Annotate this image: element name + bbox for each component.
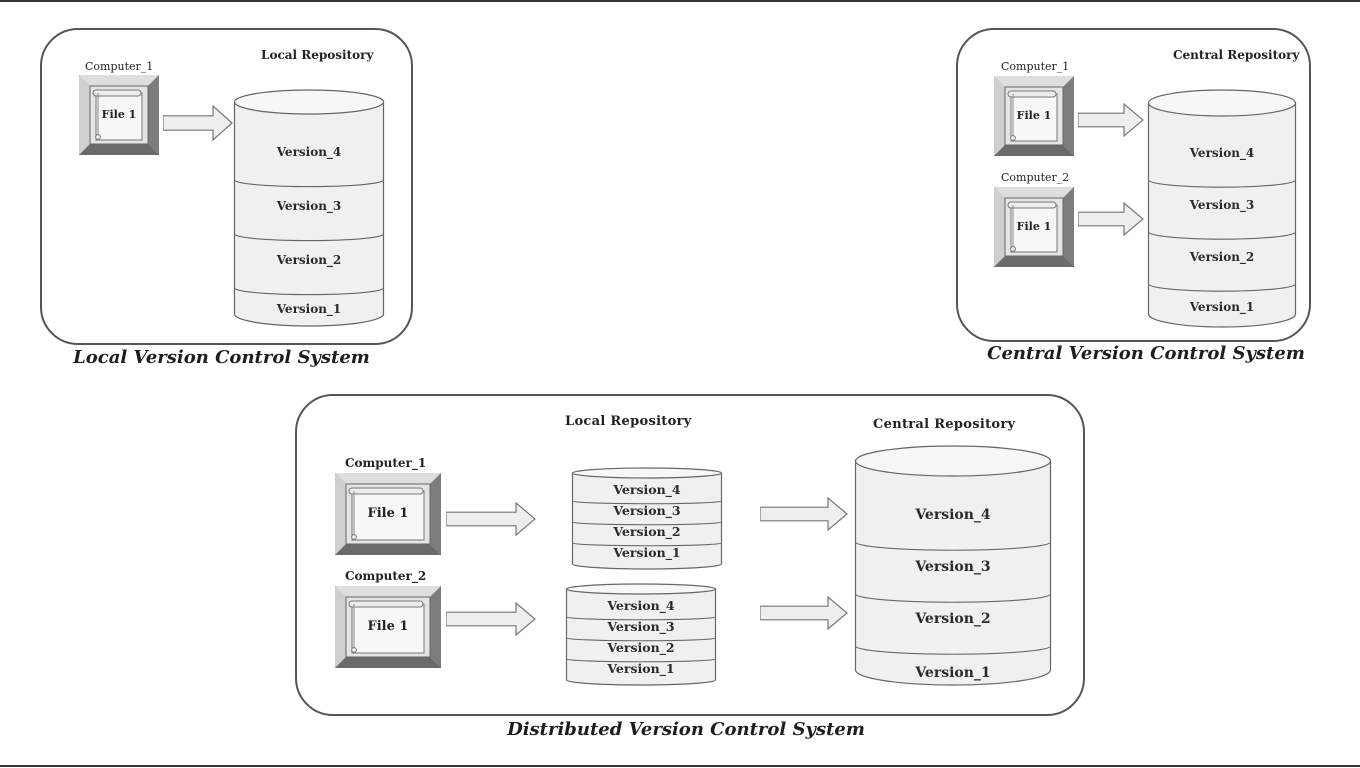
arrow-right-icon (1078, 202, 1144, 236)
computer-1-label: Computer_1 (1001, 60, 1070, 73)
central-vcs-panel: Central Repository Computer_1 File 1 Com… (956, 28, 1311, 342)
version-label: Version_3 (276, 199, 342, 213)
computer-1: File 1 (335, 473, 441, 555)
version-label: Version_2 (607, 640, 675, 655)
arrow-right-icon (760, 497, 848, 531)
local-vcs-panel: Local Repository Computer_1 File 1 Versi… (40, 28, 413, 345)
file-label: File 1 (367, 506, 409, 521)
computer: File 1 (79, 75, 159, 155)
arrow-right-icon (163, 105, 233, 141)
version-label: Version_1 (613, 545, 681, 560)
local-repository-title: Local Repository (565, 414, 692, 429)
version-label: Version_1 (607, 661, 675, 676)
computer-1: File 1 (994, 76, 1074, 156)
local-vcs-caption: Local Version Control System (73, 347, 370, 368)
local-repository-title: Local Repository (261, 48, 374, 62)
file-label: File 1 (1016, 109, 1052, 122)
version-label: Version_3 (1189, 198, 1255, 212)
document-icon (348, 600, 425, 654)
file-label: File 1 (101, 108, 137, 121)
version-label: Version_3 (607, 619, 675, 634)
version-label: Version_4 (607, 598, 675, 613)
document-icon (1007, 90, 1058, 142)
version-label: Version_2 (1189, 250, 1255, 264)
version-label: Version_2 (915, 611, 991, 627)
arrow-right-icon (446, 602, 536, 636)
bottom-rule (0, 765, 1360, 767)
version-label: Version_4 (613, 482, 681, 497)
top-rule (0, 0, 1360, 2)
version-label: Version_2 (613, 524, 681, 539)
version-label: Version_4 (915, 507, 991, 523)
arrow-right-icon (1078, 103, 1144, 137)
file-label: File 1 (1016, 220, 1052, 233)
version-label: Version_1 (915, 665, 991, 681)
arrow-right-icon (446, 502, 536, 536)
arrow-right-icon (760, 596, 848, 630)
computer-2: File 1 (335, 586, 441, 668)
document-icon (92, 89, 143, 141)
computer-2: File 1 (994, 187, 1074, 267)
version-label: Version_4 (276, 145, 342, 159)
computer-2-label: Computer_2 (345, 569, 427, 583)
computer-label: Computer_1 (85, 60, 154, 73)
version-label: Version_2 (276, 253, 342, 267)
central-vcs-caption: Central Version Control System (987, 343, 1305, 364)
distributed-vcs-caption: Distributed Version Control System (507, 719, 865, 740)
version-label: Version_1 (1189, 300, 1255, 314)
version-label: Version_3 (613, 503, 681, 518)
version-label: Version_1 (276, 302, 342, 316)
computer-2-label: Computer_2 (1001, 171, 1070, 184)
central-repository-title: Central Repository (1173, 48, 1300, 62)
version-label: Version_3 (915, 559, 991, 575)
file-label: File 1 (367, 619, 409, 634)
central-repository-title: Central Repository (873, 417, 1016, 432)
document-icon (1007, 201, 1058, 253)
document-icon (348, 487, 425, 541)
distributed-vcs-panel: Local Repository Central Repository Comp… (295, 394, 1085, 716)
computer-1-label: Computer_1 (345, 456, 427, 470)
version-label: Version_4 (1189, 146, 1255, 160)
